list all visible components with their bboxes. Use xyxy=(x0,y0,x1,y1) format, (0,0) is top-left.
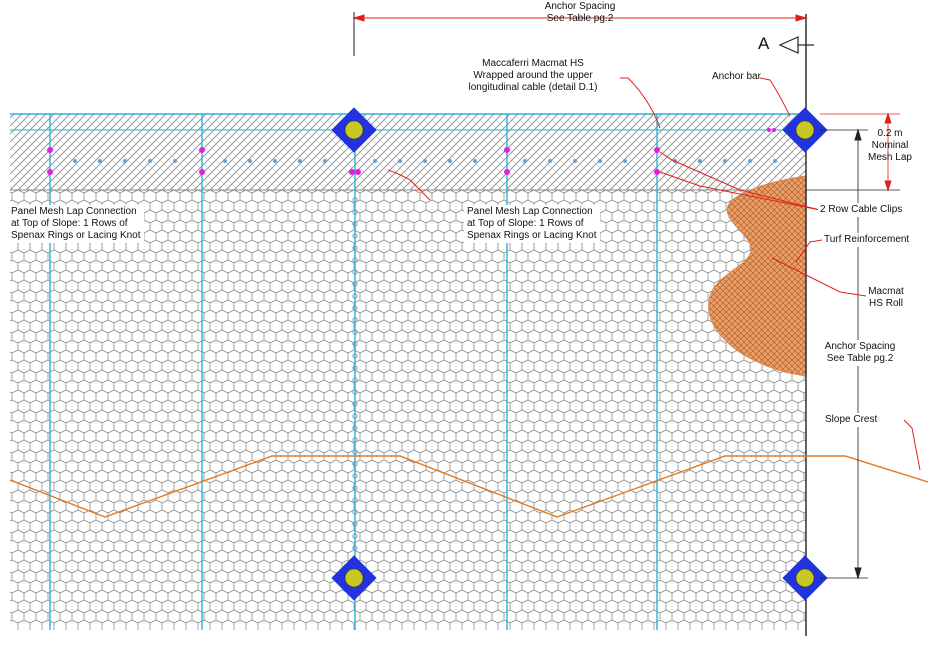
spenax-rings-row xyxy=(73,159,777,163)
lacing-ring xyxy=(352,389,358,395)
lacing-ring xyxy=(352,281,358,287)
nominal-lap-label: 0.2 m Nominal Mesh Lap xyxy=(868,128,912,163)
spenax-ring xyxy=(298,159,302,163)
lacing-ring xyxy=(352,413,358,419)
macmat-roll-label: Macmat HS Roll xyxy=(868,286,904,309)
spenax-ring xyxy=(773,159,777,163)
section-mark-label: A xyxy=(758,34,770,53)
macmat-wrap-label: Maccaferri Macmat HS Wrapped around the … xyxy=(468,58,598,93)
lacing-ring xyxy=(352,293,358,299)
spenax-ring xyxy=(723,159,727,163)
lacing-ring xyxy=(352,509,358,515)
lap-dimension xyxy=(820,112,900,192)
lacing-ring xyxy=(352,461,358,467)
spenax-ring xyxy=(423,159,427,163)
lacing-rings xyxy=(352,197,358,563)
anchor-spacing-top-label: Anchor Spacing See Table pg.2 xyxy=(544,1,616,24)
spenax-ring xyxy=(173,159,177,163)
lacing-ring xyxy=(352,401,358,407)
spenax-ring xyxy=(448,159,452,163)
anchor-spacing-side-label: Anchor Spacing See Table pg.2 xyxy=(814,340,906,366)
lacing-ring xyxy=(352,377,358,383)
lacing-ring xyxy=(352,473,358,479)
top-dimension xyxy=(352,14,808,22)
lacing-ring xyxy=(352,221,358,227)
hexagonal-mesh xyxy=(10,114,806,630)
spenax-ring xyxy=(373,159,377,163)
lacing-ring xyxy=(352,545,358,551)
spenax-ring xyxy=(273,159,277,163)
panel-lap-center-label: Panel Mesh Lap Connection at Top of Slop… xyxy=(464,205,600,243)
cable-clips xyxy=(47,128,776,175)
slope-crest-label: Slope Crest xyxy=(822,413,881,427)
leader-lines xyxy=(387,77,921,471)
lacing-ring xyxy=(352,533,358,539)
spenax-ring xyxy=(123,159,127,163)
lacing-ring xyxy=(352,449,358,455)
lacing-ring xyxy=(352,257,358,263)
cable-clips-label: 2 Row Cable Clips xyxy=(818,203,905,217)
lacing-ring xyxy=(352,521,358,527)
lacing-ring xyxy=(352,269,358,275)
spenax-ring xyxy=(473,159,477,163)
spenax-ring xyxy=(623,159,627,163)
lacing-ring xyxy=(352,353,358,359)
lacing-ring xyxy=(352,329,358,335)
lacing-ring xyxy=(352,317,358,323)
spenax-ring xyxy=(523,159,527,163)
spenax-ring xyxy=(698,159,702,163)
spenax-ring xyxy=(148,159,152,163)
panel-lap-left-label: Panel Mesh Lap Connection at Top of Slop… xyxy=(8,205,144,243)
slope-crest-line xyxy=(9,455,928,518)
lacing-ring xyxy=(352,485,358,491)
spenax-ring xyxy=(398,159,402,163)
spenax-ring xyxy=(573,159,577,163)
lacing-ring xyxy=(352,245,358,251)
lacing-ring xyxy=(352,305,358,311)
lacing-ring xyxy=(352,365,358,371)
macmat-hs-roll xyxy=(708,175,807,377)
lacing-ring xyxy=(352,197,358,203)
spenax-ring xyxy=(323,159,327,163)
lacing-ring xyxy=(352,233,358,239)
anchor-plate-icon xyxy=(782,555,828,601)
mesh-lap-hatch xyxy=(10,114,806,190)
lacing-ring xyxy=(352,341,358,347)
anchor-bar-label: Anchor bar xyxy=(712,71,761,82)
spenax-ring xyxy=(748,159,752,163)
spenax-ring xyxy=(248,159,252,163)
lacing-ring xyxy=(352,425,358,431)
lacing-ring xyxy=(352,497,358,503)
spenax-ring xyxy=(598,159,602,163)
spenax-ring xyxy=(98,159,102,163)
spenax-ring xyxy=(73,159,77,163)
lacing-ring xyxy=(352,209,358,215)
spenax-ring xyxy=(548,159,552,163)
section-arrow-icon xyxy=(778,36,814,54)
turf-reinforcement-label: Turf Reinforcement xyxy=(822,233,912,247)
lacing-ring xyxy=(352,437,358,443)
spenax-ring xyxy=(223,159,227,163)
